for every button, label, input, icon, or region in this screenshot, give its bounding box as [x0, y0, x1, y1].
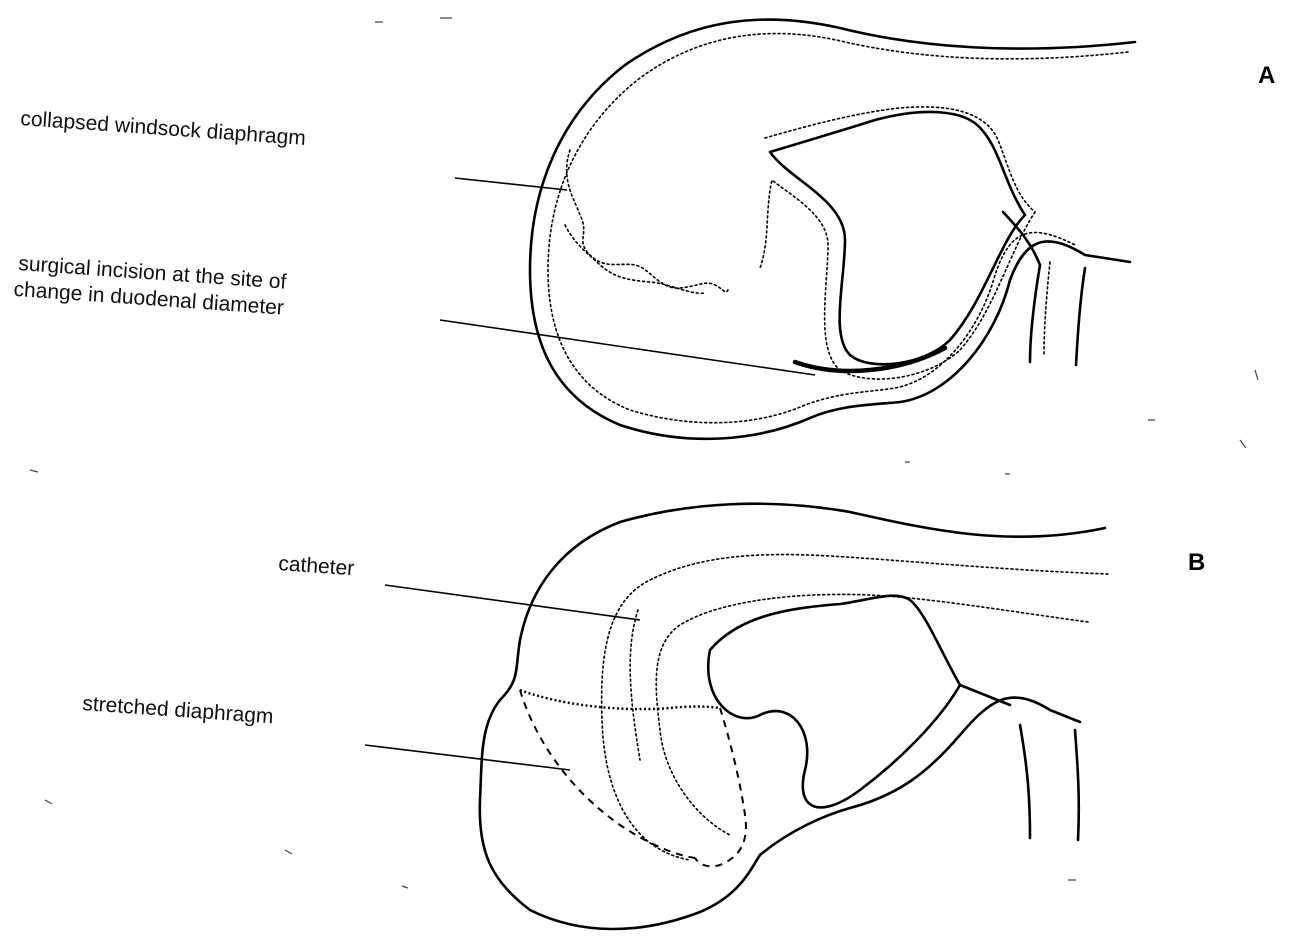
diaphragm-rim-b	[520, 690, 720, 709]
collapsed-windsock-diaphragm	[567, 150, 728, 292]
label-catheter: catheter	[278, 552, 355, 580]
leader-stretched-diaphragm	[365, 745, 570, 770]
stretched-diaphragm-right	[695, 708, 746, 866]
windsock-fold	[565, 225, 705, 293]
catheter	[630, 610, 640, 760]
label-collapsed-windsock: collapsed windsock diaphragm	[20, 107, 307, 150]
duodenum-loop-b	[708, 596, 960, 808]
loop-junction-b	[960, 685, 1010, 705]
lumen-line-lower-b	[656, 594, 1088, 835]
duodenum-lower-wall-b	[760, 698, 1080, 855]
tube-a-2	[1076, 268, 1085, 365]
tube-a-1	[1030, 265, 1040, 362]
duodenum-loop-a	[770, 112, 1025, 364]
tube-b-2	[1075, 730, 1079, 840]
duodenum-inner-lining-a	[548, 34, 1128, 423]
leader-incision	[440, 320, 815, 375]
label-stretched-diaphragm: stretched diaphragm	[82, 692, 275, 728]
leader-collapsed-windsock	[455, 178, 567, 190]
leader-catheter	[385, 585, 640, 620]
surgical-incision	[795, 348, 945, 371]
panel-a: A collapsed windsock diaphragm surgical …	[13, 20, 1275, 439]
stretched-diaphragm	[520, 690, 695, 858]
panel-b: B catheter stretched diaphragm	[82, 504, 1206, 929]
tube-b-1	[1020, 725, 1030, 838]
duodenum-outer-wall-a	[530, 20, 1135, 439]
panel-b-letter: B	[1188, 549, 1205, 576]
tube-a-lining	[1044, 262, 1050, 355]
panel-a-letter: A	[1258, 62, 1275, 89]
duodenum-loop-lining-a	[765, 107, 1035, 212]
scan-specks	[30, 18, 1258, 888]
